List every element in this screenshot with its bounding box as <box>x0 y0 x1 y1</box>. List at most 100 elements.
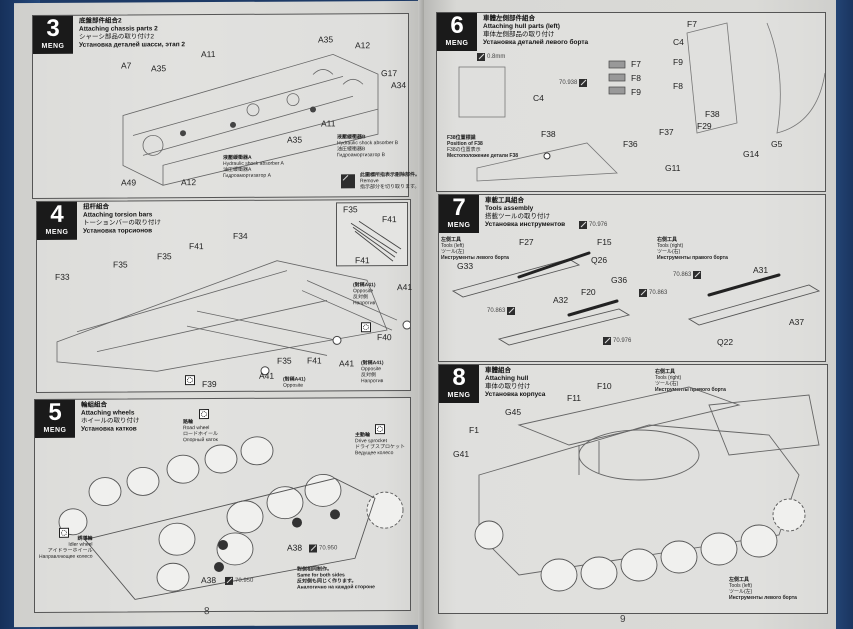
part-label: F1 <box>469 425 479 435</box>
part-label: F33 <box>55 271 70 282</box>
measure-callout: 0.8mm <box>477 53 505 61</box>
part-label: F36 <box>623 139 638 149</box>
part-label: F35 <box>277 355 292 366</box>
step-number: 6 <box>450 12 464 39</box>
wheels-drawing <box>58 436 404 600</box>
title-cn: 車體組合 <box>485 367 511 374</box>
part-label: F11 <box>567 393 582 403</box>
paint-icon <box>603 337 611 345</box>
step-7-titles: 車載工具組合 Tools assembly 搭載ツールの取り付け Установ… <box>485 197 565 229</box>
step-8-badge: 8 MENG <box>439 365 479 403</box>
paint-icon <box>639 289 647 297</box>
torsion-bar-drawing <box>56 260 410 376</box>
brand-logo: MENG <box>445 40 469 47</box>
page-left: 3 MENG 底盤部件組合2 Attaching chassis parts 2… <box>14 0 424 628</box>
page-number: 8 <box>204 606 210 618</box>
part-label: F9 <box>673 57 683 67</box>
part-label: F34 <box>233 230 248 241</box>
part-label: F37 <box>659 127 674 137</box>
paint-icon <box>579 79 588 87</box>
part-label: F8 <box>673 81 683 91</box>
paint-callout: 70.863 <box>673 271 702 279</box>
part-label: A41 <box>397 281 413 293</box>
part-label: Q22 <box>717 337 734 347</box>
part-label: A34 <box>391 80 407 91</box>
part-label: A37 <box>789 317 805 327</box>
part-label: G17 <box>381 68 398 79</box>
drill-icon <box>477 53 485 61</box>
part-label: A11 <box>201 49 216 60</box>
step-7-badge: 7 MENG <box>439 195 479 233</box>
part-label: F29 <box>697 121 712 131</box>
paint-icon <box>507 307 516 315</box>
part-label: F7 <box>631 59 641 69</box>
part-label: C4 <box>673 37 684 47</box>
part-label: A12 <box>355 40 371 51</box>
part-label: G11 <box>665 163 681 173</box>
title-en: Attaching hull parts (left) <box>483 23 560 30</box>
part-label: F35 <box>113 259 128 270</box>
paint-callout: 70.976 <box>603 337 631 345</box>
part-label: G41 <box>453 449 470 459</box>
page-right: 6 MENG 車體左側部件組合 Attaching hull parts (le… <box>424 0 836 629</box>
part-label: F41 <box>189 241 204 252</box>
part-label: A41 <box>259 370 275 381</box>
part-label: F41 <box>307 355 322 366</box>
title-jp: 車体左側部品の取り付け <box>483 31 555 38</box>
part-label: F39 <box>202 379 217 390</box>
title-ru: Установка корпуса <box>485 391 546 398</box>
part-label: F27 <box>519 237 534 247</box>
step-6-titles: 車體左側部件組合 Attaching hull parts (left) 車体左… <box>483 15 588 47</box>
step-8-titles: 車體組合 Attaching hull 車体の取り付け Установка ко… <box>485 367 545 399</box>
part-label: F38 <box>541 129 556 139</box>
part-label: A12 <box>181 177 197 188</box>
part-label: G45 <box>505 407 522 417</box>
step-number: 7 <box>452 194 466 221</box>
title-cn: 車載工具組合 <box>485 197 524 204</box>
part-label: F7 <box>687 19 697 29</box>
title-ru: Установка инструментов <box>485 221 566 228</box>
part-label: A31 <box>753 265 769 275</box>
part-label: A41 <box>339 358 355 369</box>
title-jp: 搭載ツールの取り付け <box>485 213 550 220</box>
part-label: F10 <box>597 381 612 391</box>
hull-left-drawing <box>458 22 825 182</box>
title-ru: Установка деталей левого борта <box>483 39 589 46</box>
note-opposite: (對稱A41)Opposite <box>283 376 306 389</box>
inset-detail <box>336 202 408 267</box>
paint-icon <box>579 221 587 229</box>
step-5-panel: 5 MENG 輪組組合 Attaching wheels ホイールの取り付け У… <box>34 396 411 613</box>
part-label: C4 <box>533 93 544 103</box>
title-jp: 車体の取り付け <box>485 383 531 390</box>
remove-icon <box>341 174 355 189</box>
part-label: F8 <box>631 73 641 83</box>
title-en: Attaching hull <box>485 375 529 382</box>
paint-callout: 70.976 <box>579 221 607 229</box>
part-label: A35 <box>151 63 167 74</box>
part-label: A32 <box>553 295 569 305</box>
step-8-panel: 8 MENG 車體組合 Attaching hull 車体の取り付け Устан… <box>438 364 828 614</box>
part-label: G5 <box>771 139 783 149</box>
grease-symbol-icon <box>361 322 371 333</box>
tools-drawing <box>451 251 821 346</box>
paint-icon <box>309 544 317 553</box>
part-label: G36 <box>611 275 628 285</box>
part-label: G14 <box>743 149 760 159</box>
part-label: F20 <box>581 287 596 297</box>
part-label: A7 <box>121 60 132 71</box>
part-label: G33 <box>457 261 474 271</box>
grease-symbol-icon <box>185 375 195 386</box>
part-label: A49 <box>121 177 137 188</box>
